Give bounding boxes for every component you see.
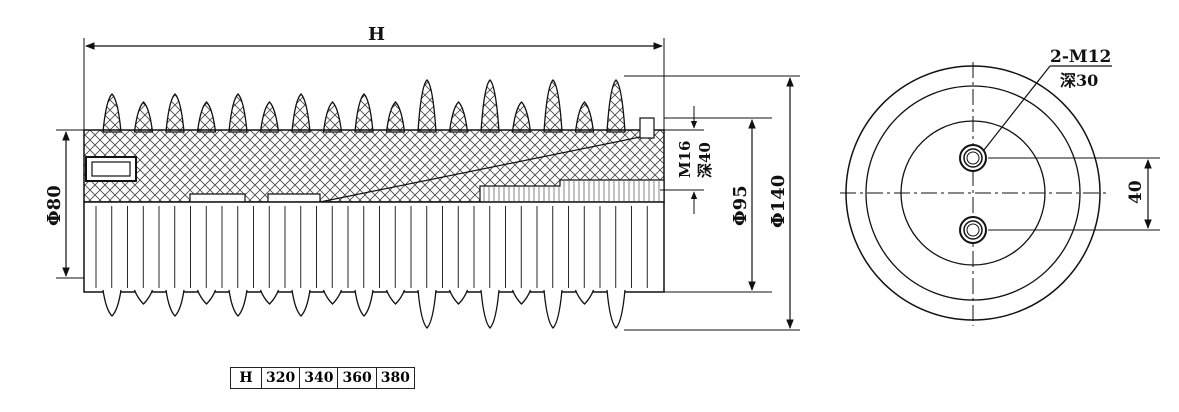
upper-shed [354,93,374,133]
lower-shed [606,289,626,329]
lower-shed [511,289,532,305]
lower-shed [574,289,595,305]
upper-shed [322,101,343,133]
side-view [83,79,665,329]
lower-shed [196,289,217,305]
upper-shed [606,79,626,133]
upper-shed [102,93,122,133]
bolt-hole-top [959,144,987,172]
upper-shed [574,101,595,133]
upper-shed [165,93,185,133]
dim-height-label: H [368,24,385,45]
dim-phi140-label: Φ140 [768,175,789,228]
thread-2m12-label: 2-M12 [1050,47,1111,67]
lower-shed [228,289,248,317]
lower-shed [543,289,563,329]
dim-phi95-label: Φ95 [730,185,751,226]
depth30-label: 深30 [1060,71,1098,90]
thread-m16-label: M16 [676,141,694,178]
upper-shed [196,101,217,133]
lower-shed [165,289,185,317]
lower-shed [480,289,500,329]
end-view: 2-M12 深30 40 [840,47,1160,326]
lower-shed [291,289,311,317]
spacing-40-label: 40 [1126,180,1146,204]
table-header-cell: H [230,367,262,389]
lower-sheds [102,289,626,329]
table-cell: 340 [299,367,339,389]
table-cell: 320 [260,367,301,389]
height-table: H 320 340 360 380 [230,367,415,389]
upper-shed [480,79,500,133]
depth40-label: 深40 [696,142,714,178]
dim-phi80-label: Φ80 [44,185,65,226]
lower-shed [385,289,406,305]
upper-shed [291,93,311,133]
upper-shed [448,101,469,133]
lower-shed [259,289,280,305]
upper-shed [228,93,248,133]
upper-shed [385,101,406,133]
upper-shed [259,101,280,133]
upper-sheds [102,79,626,133]
lower-shed [354,289,374,317]
upper-shed [543,79,563,133]
dimensions: H Φ80 Φ95 Φ140 M16 深40 [44,24,800,331]
upper-shed [511,101,532,133]
table-cell: 380 [375,367,415,389]
table-cell: 360 [337,367,377,389]
lower-body [83,201,665,293]
lower-shed [102,289,122,317]
table-row: H 320 340 360 380 [230,367,415,389]
lower-shed [133,289,154,305]
bolt-hole-bottom [959,216,987,244]
upper-shed [133,101,154,133]
lower-shed [448,289,469,305]
lower-shed [417,289,437,329]
upper-shed [417,79,437,133]
lower-shed [322,289,343,305]
